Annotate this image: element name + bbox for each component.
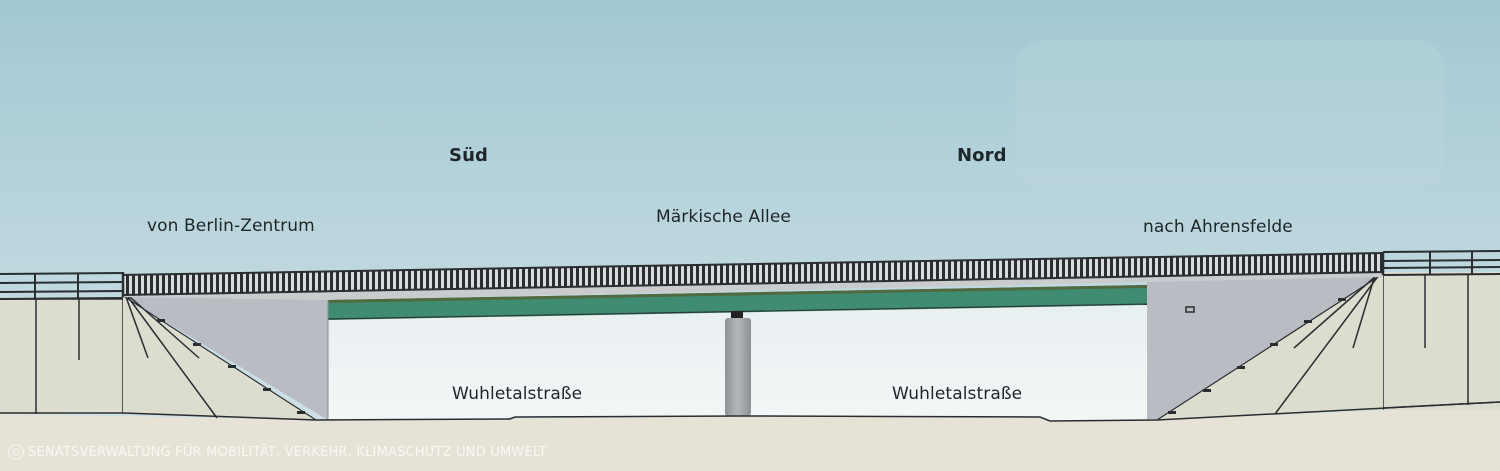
copyright-icon: © xyxy=(8,444,24,460)
ground-line xyxy=(122,401,1500,422)
bridge-railing xyxy=(123,253,1383,296)
right-abutment-face xyxy=(1147,275,1382,420)
copyright-credit: © SENATSVERWALTUNG FÜR MOBILITÄT, VERKEH… xyxy=(8,444,547,460)
right-wing-wall xyxy=(1383,272,1500,410)
ground xyxy=(0,406,1500,471)
drain-outlet xyxy=(1185,306,1195,313)
from-city-label: von Berlin-Zentrum xyxy=(147,216,315,236)
pier-bearing xyxy=(731,311,743,318)
left-approach-railing xyxy=(0,272,124,300)
left-abutment-face xyxy=(125,297,328,420)
right-approach-railing xyxy=(1382,250,1500,276)
left-wing-wall xyxy=(0,299,123,414)
bridge-road-label: Märkische Allee xyxy=(656,207,791,227)
sky-haze-patch xyxy=(1015,40,1445,190)
bridge-pier xyxy=(725,318,751,416)
credit-text: SENATSVERWALTUNG FÜR MOBILITÄT, VERKEHR,… xyxy=(28,444,547,460)
steel-girder xyxy=(328,285,1147,320)
under-road-label-left: Wuhletalstraße xyxy=(452,384,583,404)
direction-label-north: Nord xyxy=(957,145,1007,166)
under-road-label-right: Wuhletalstraße xyxy=(892,384,1023,404)
to-city-label: nach Ahrensfelde xyxy=(1143,217,1293,237)
direction-label-south: Süd xyxy=(449,145,488,166)
